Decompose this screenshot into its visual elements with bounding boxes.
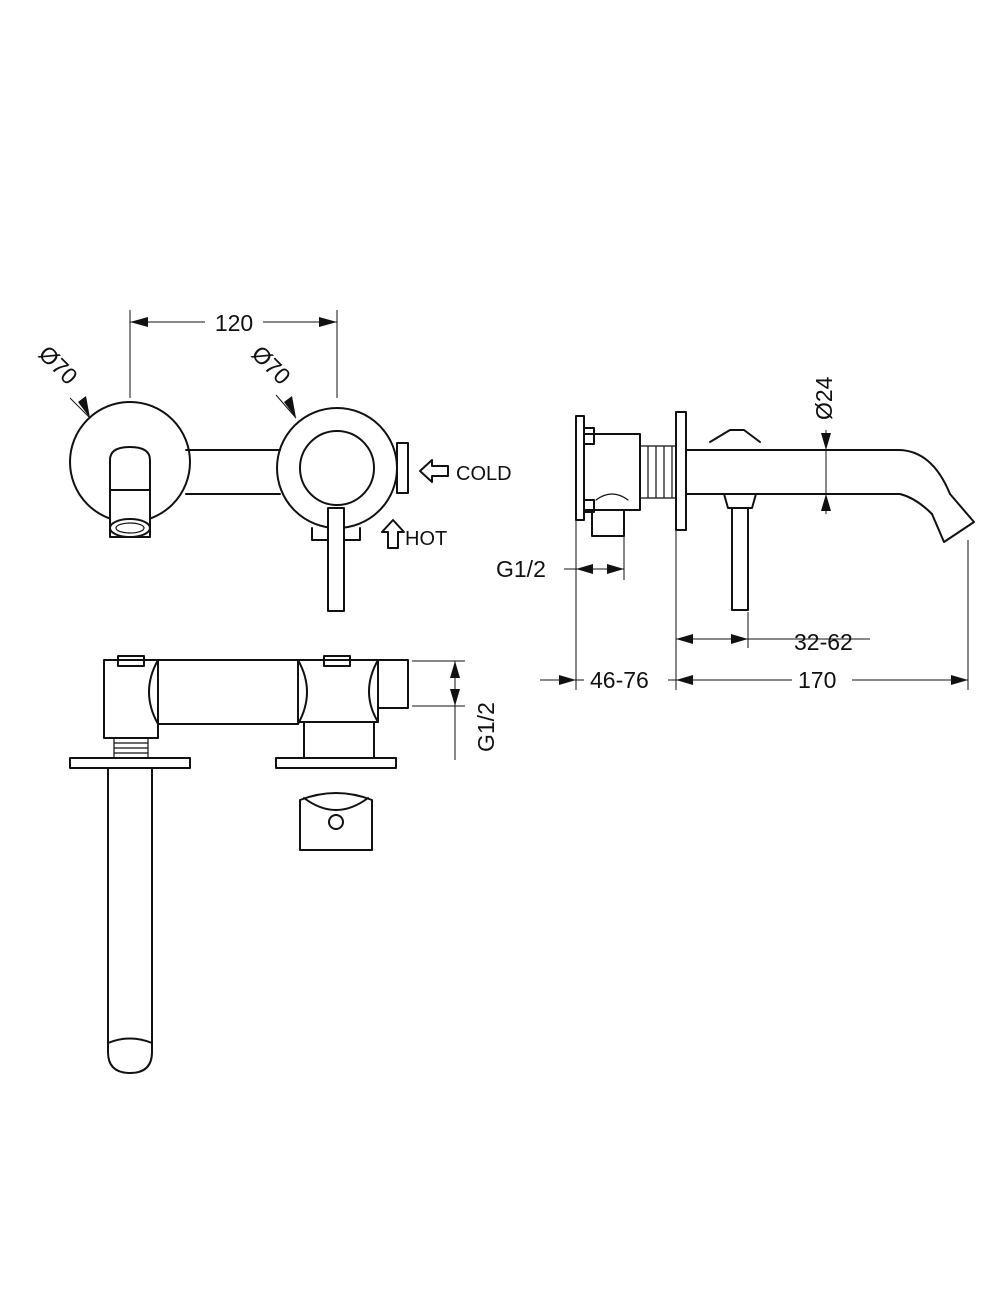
connecting-body [185,449,281,495]
top-view: G1/2 [69,655,499,1074]
dim-120: 120 [215,310,253,336]
lever-hole [328,814,344,830]
right-top-clip [323,655,351,667]
front-view: COLD HOT 120 Ø70 Ø70 [34,306,512,612]
thread-side [639,445,677,499]
dim-46-76: 46-76 [590,667,649,693]
mixer-cold-outlet [377,659,409,709]
connecting-tube [157,659,299,725]
dim-32-62: 32-62 [794,629,853,655]
lever-block [299,792,373,851]
mixer-cap [299,430,375,506]
mixer-cartridge [303,721,375,759]
dim-g12-side: G1/2 [496,556,546,582]
left-top-clip [117,655,145,667]
cold-arrow-icon [419,459,449,483]
dim-g12-top: G1/2 [473,702,499,752]
mounting-flange [575,415,585,521]
spout-tube-side [685,449,951,515]
valve-body [583,433,641,511]
cold-inlet-nub [396,442,409,494]
hot-label: HOT [405,528,447,550]
spout-body [109,446,151,538]
aerator-icon [109,518,151,538]
mixer-top [709,429,761,443]
cold-label: COLD [456,463,512,485]
spout-pipe [107,767,153,1074]
dim-dia70-right: Ø70 [247,340,296,389]
mixer-valve-block [297,659,379,723]
lever-side [731,507,749,611]
valve-bottom [591,509,625,537]
mixer-plate [275,757,397,769]
lever-handle [327,507,345,612]
hot-arrow-icon [381,519,405,549]
dim-170: 170 [798,667,836,693]
dim-dia70-left: Ø70 [34,340,83,389]
side-view: Ø24 G1/2 32-62 46-76 170 [496,376,975,694]
spout-tip [931,493,975,543]
wall-plate [675,411,687,531]
dim-dia24: Ø24 [811,376,837,420]
spout-plate [69,757,191,769]
